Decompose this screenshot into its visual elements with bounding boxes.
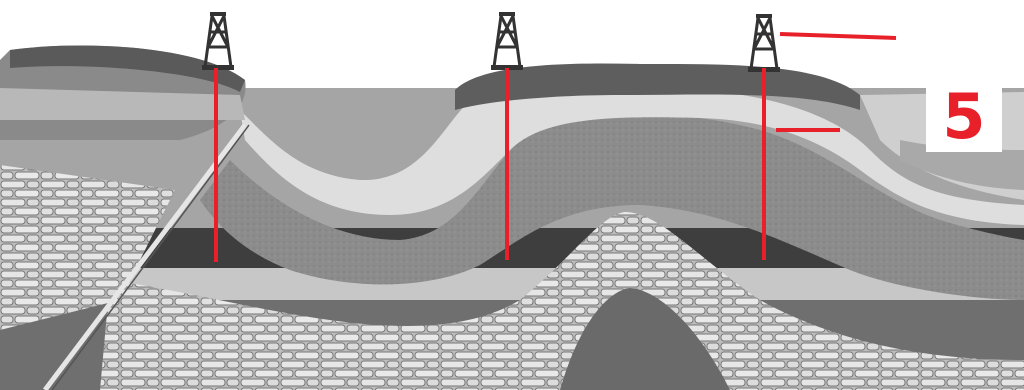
derrick-icon (748, 14, 780, 72)
derrick-icon (202, 12, 234, 70)
indicator-line-top (780, 34, 896, 38)
callout-label: 5 (926, 82, 1002, 152)
derrick-icon (491, 12, 523, 70)
